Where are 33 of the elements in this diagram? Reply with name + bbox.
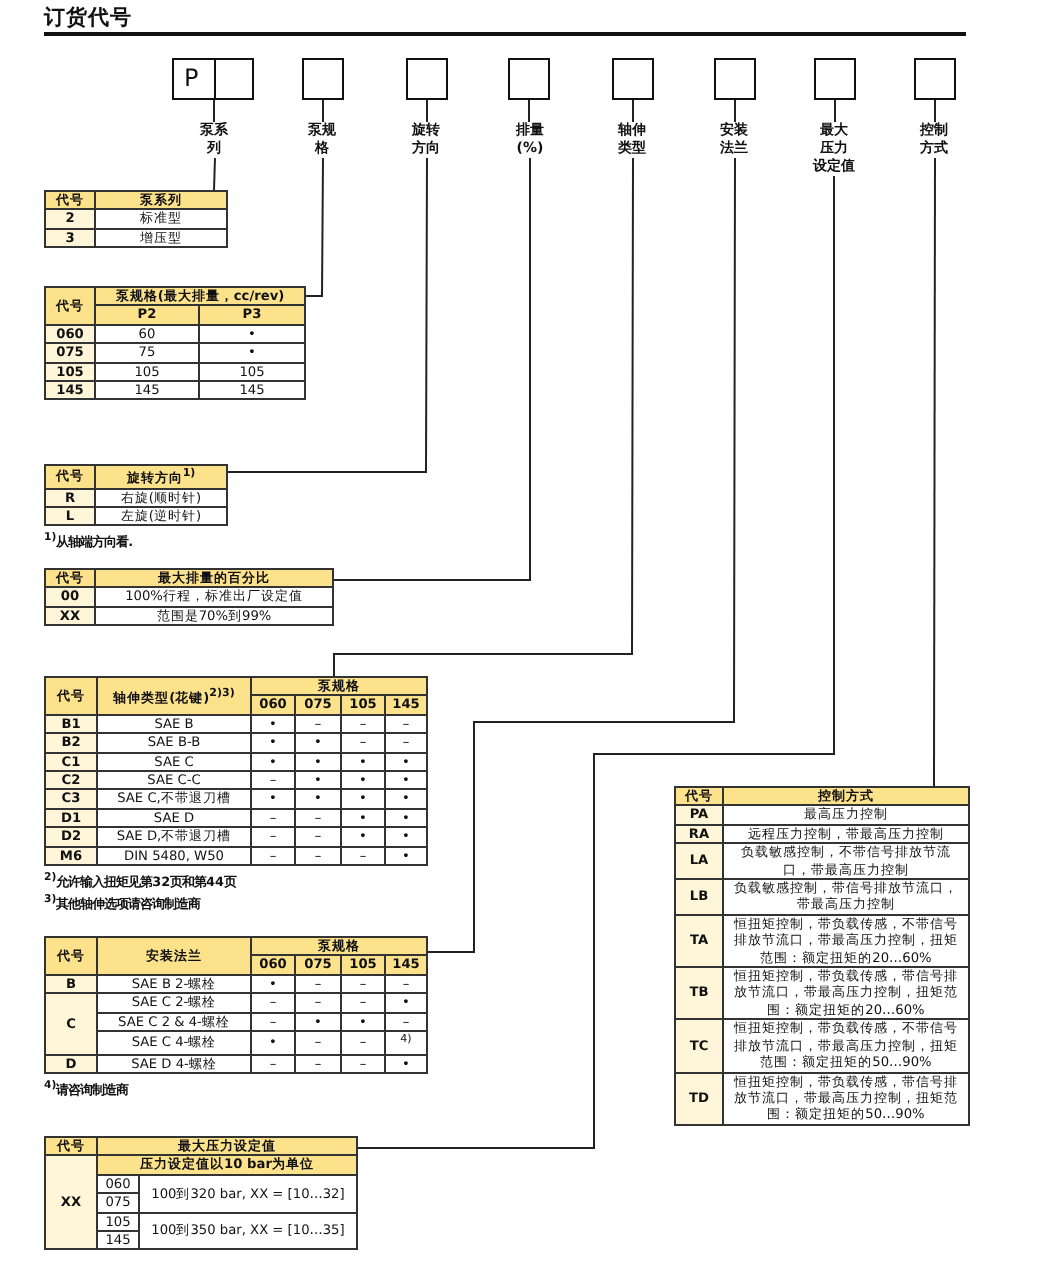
connector-line	[632, 99, 634, 123]
code-box: P	[172, 58, 254, 100]
connector-line	[933, 157, 936, 787]
connector-line	[357, 175, 835, 1149]
connector-line	[305, 157, 324, 297]
connector-line	[333, 157, 531, 581]
code-box	[508, 58, 550, 100]
connector-line	[427, 157, 736, 953]
code-box	[814, 58, 856, 100]
connector-line	[227, 157, 428, 473]
connector-line	[426, 99, 428, 123]
code-box	[914, 58, 956, 100]
page-title: 订货代号	[44, 4, 132, 32]
connector-line	[333, 157, 634, 677]
code-table	[44, 464, 228, 527]
code-box	[302, 58, 344, 100]
code-box	[406, 58, 448, 100]
code-box	[612, 58, 654, 100]
connector-line	[213, 157, 216, 191]
code-table	[44, 936, 428, 1075]
code-table	[44, 568, 334, 627]
code-table	[44, 190, 228, 249]
code-table	[674, 786, 970, 1126]
code-box	[714, 58, 756, 100]
code-table	[44, 1136, 358, 1251]
code-table	[44, 676, 428, 867]
code-table	[44, 286, 306, 401]
connector-line	[934, 99, 936, 123]
connector-line	[734, 99, 736, 123]
connector-line	[834, 99, 836, 123]
connector-line	[528, 99, 530, 123]
connector-line	[213, 99, 215, 123]
connector-line	[322, 99, 324, 123]
